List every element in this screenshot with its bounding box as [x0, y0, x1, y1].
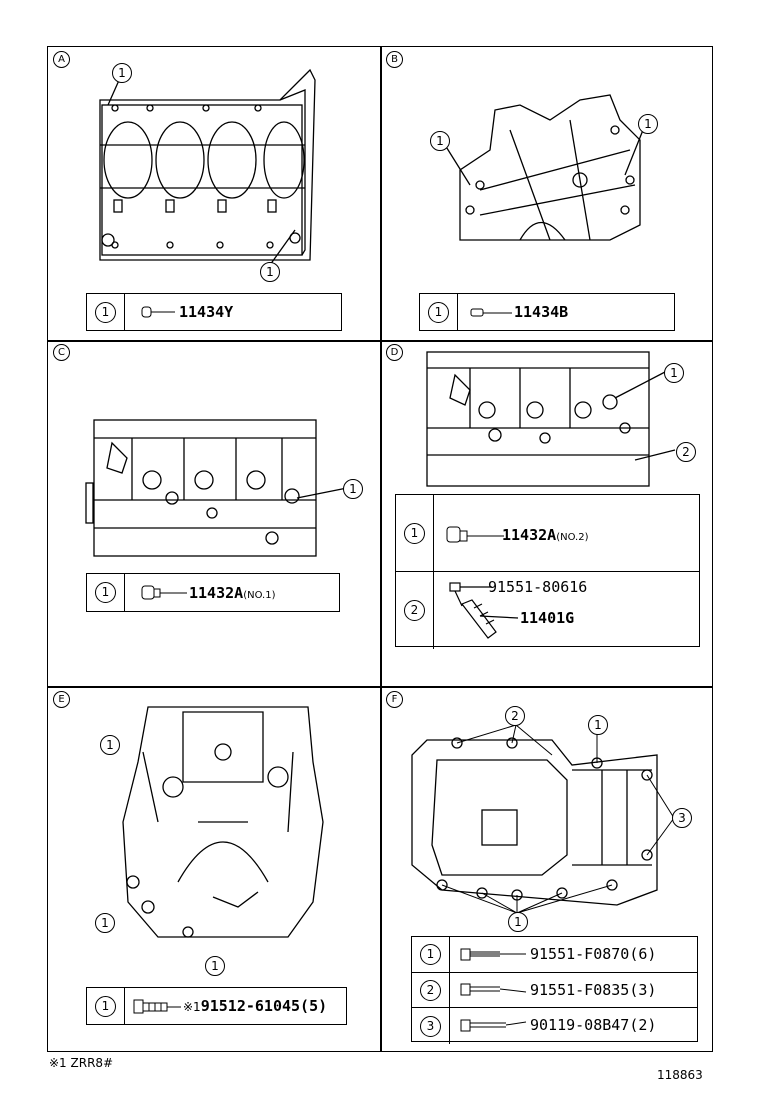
panel-f-callout-1-bottom: 1 [508, 912, 528, 932]
panel-c-part-note: (NO.1) [243, 590, 276, 601]
panel-e-part-code: ※191512-61045(5) [183, 997, 328, 1015]
panel-f-letter: F [386, 691, 403, 708]
panel-c-part-number: 1 [95, 582, 116, 603]
panel-f-callout-2: 2 [505, 706, 525, 726]
panel-e-part-number: 1 [95, 995, 116, 1017]
panel-d-parts-table: 1 11432A(NO.2) 2 91551-80616 11401G [395, 494, 700, 649]
panel-a-callout-1-top: 1 [112, 63, 132, 83]
panel-f-callout-1-top: 1 [588, 715, 608, 735]
panel-d-part-number-1: 1 [404, 522, 425, 544]
panel-d-part-code-1: 11432A(NO.2) [502, 526, 589, 544]
panel-f-parts-table: 1 91551-F0870(6) 2 91551-F0835(3) 3 [411, 936, 698, 1044]
panel-b-letter: B [386, 51, 403, 68]
panel-d-callout-1: 1 [664, 363, 684, 383]
panel-f-part-code-1: 91551-F0870(6) [530, 945, 657, 963]
panel-a-parts-table: 1 11434Y [86, 293, 342, 331]
panel-e-letter: E [53, 691, 70, 708]
bolt-icon [460, 1019, 527, 1032]
panel-f-part-code-2: 91551-F0835(3) [530, 981, 657, 999]
panel-d-engine-block-side-view [426, 351, 676, 487]
plug-icon [141, 585, 187, 600]
panel-b-engine-block-end-view [444, 94, 646, 241]
panel-e-callout-1-top: 1 [100, 735, 120, 755]
panel-d-part-row-2: 2 91551-80616 11401G [396, 571, 699, 649]
panel-d-part-note-1: (NO.2) [556, 532, 589, 543]
plug-icon [470, 308, 512, 317]
illustration-number: 118863 [657, 1068, 703, 1082]
panel-d-part-code-2: 91551-80616 [488, 578, 588, 596]
panel-f-callout-3: 3 [672, 808, 692, 828]
panel-b-callout-1-right: 1 [638, 114, 658, 134]
panel-d-letter: D [386, 344, 403, 361]
bolt-icon [460, 983, 527, 996]
panel-e-callout-1-bottom: 1 [205, 956, 225, 976]
panel-e-footnote-mark: ※1 [183, 1000, 201, 1014]
panel-e-parts-table: 1 ※191512-61045(5) [86, 987, 347, 1025]
panel-f-part-code-3: 90119-08B47(2) [530, 1016, 657, 1034]
panel-c-parts-table: 1 11432A(NO.1) [86, 573, 340, 612]
panel-f-part-row-3: 3 90119-08B47(2) [412, 1007, 697, 1044]
panel-a-part-code: 11434Y [179, 303, 234, 321]
panel-b-part-number: 1 [428, 301, 449, 323]
panel-b-callout-1-left: 1 [430, 131, 450, 151]
bolt-icon [133, 999, 181, 1014]
panel-d-part-number-2: 2 [404, 600, 425, 621]
panel-f-part-row-2: 2 91551-F0835(3) [412, 972, 697, 1008]
panel-c-engine-block-side-view [85, 419, 348, 557]
panel-a-letter: A [53, 51, 70, 68]
bolt-icon [460, 948, 526, 961]
panel-a-engine-block-top-view [99, 68, 316, 266]
panel-b-parts-table: 1 11434B [419, 293, 675, 331]
panel-c-part-code: 11432A(NO.1) [189, 584, 276, 602]
footnote: ※1 ZRR8# [49, 1056, 114, 1070]
panel-f-part-row-1: 1 91551-F0870(6) [412, 937, 697, 972]
panel-divider-row2 [47, 686, 713, 688]
panel-e-engine-block-end-view [122, 706, 324, 938]
panel-a-callout-1-bottom: 1 [260, 262, 280, 282]
panel-c-callout-1: 1 [343, 479, 363, 499]
oil-jet-assembly-icon [449, 582, 519, 639]
panel-d-part-code-2b: 11401G [520, 609, 575, 627]
panel-a-part-number: 1 [95, 301, 116, 323]
plug-icon [141, 306, 175, 318]
panel-divider-row1 [47, 340, 713, 342]
panel-f-part-number-2: 2 [420, 980, 441, 1001]
panel-d-callout-2: 2 [676, 442, 696, 462]
panel-a-part-row: 1 11434Y [87, 294, 341, 330]
panel-f-part-number-1: 1 [420, 944, 441, 965]
panel-f-part-number-3: 3 [420, 1015, 441, 1037]
panel-e-callout-1-left: 1 [95, 913, 115, 933]
panel-divider-vertical [380, 46, 382, 1052]
panel-f-engine-block-bottom-view [411, 724, 675, 914]
panel-b-part-code: 11434B [514, 303, 569, 321]
panel-c-letter: C [53, 344, 70, 361]
plug-icon [446, 526, 504, 543]
panel-d-part-row-1: 1 11432A(NO.2) [396, 495, 699, 571]
